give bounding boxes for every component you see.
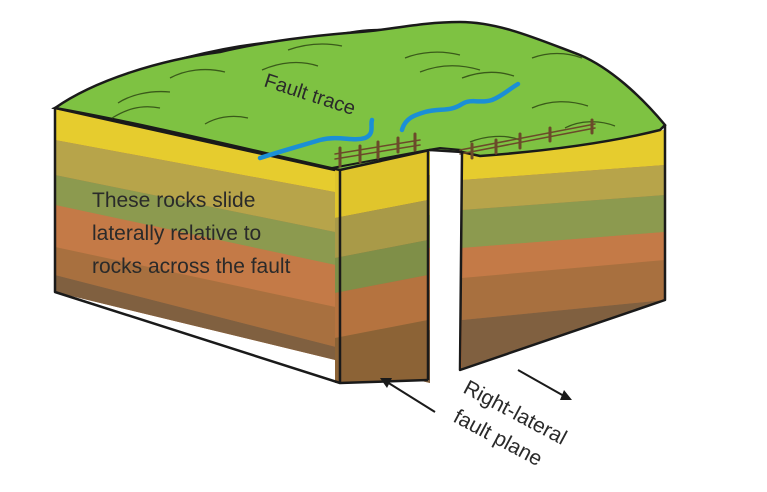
fault-crack bbox=[331, 146, 463, 169]
top-surface-main bbox=[51, 20, 667, 172]
right-block-strata bbox=[460, 130, 665, 370]
fence-right bbox=[459, 118, 596, 160]
stream-left bbox=[257, 117, 375, 161]
grass-texture bbox=[111, 43, 616, 143]
rocks-caption: These rocks slide laterally relative to … bbox=[92, 189, 291, 278]
rocks-caption-line-2: laterally relative to bbox=[92, 222, 261, 245]
arrow-left-icon bbox=[380, 378, 436, 413]
left-block-side-face bbox=[335, 150, 428, 383]
stream-right bbox=[399, 81, 521, 133]
rocks-caption-line-1: These rocks slide bbox=[92, 189, 255, 212]
arrow-right-icon bbox=[517, 369, 572, 400]
fence-left bbox=[334, 132, 421, 168]
rocks-caption-line-3: rocks across the fault bbox=[92, 255, 291, 278]
